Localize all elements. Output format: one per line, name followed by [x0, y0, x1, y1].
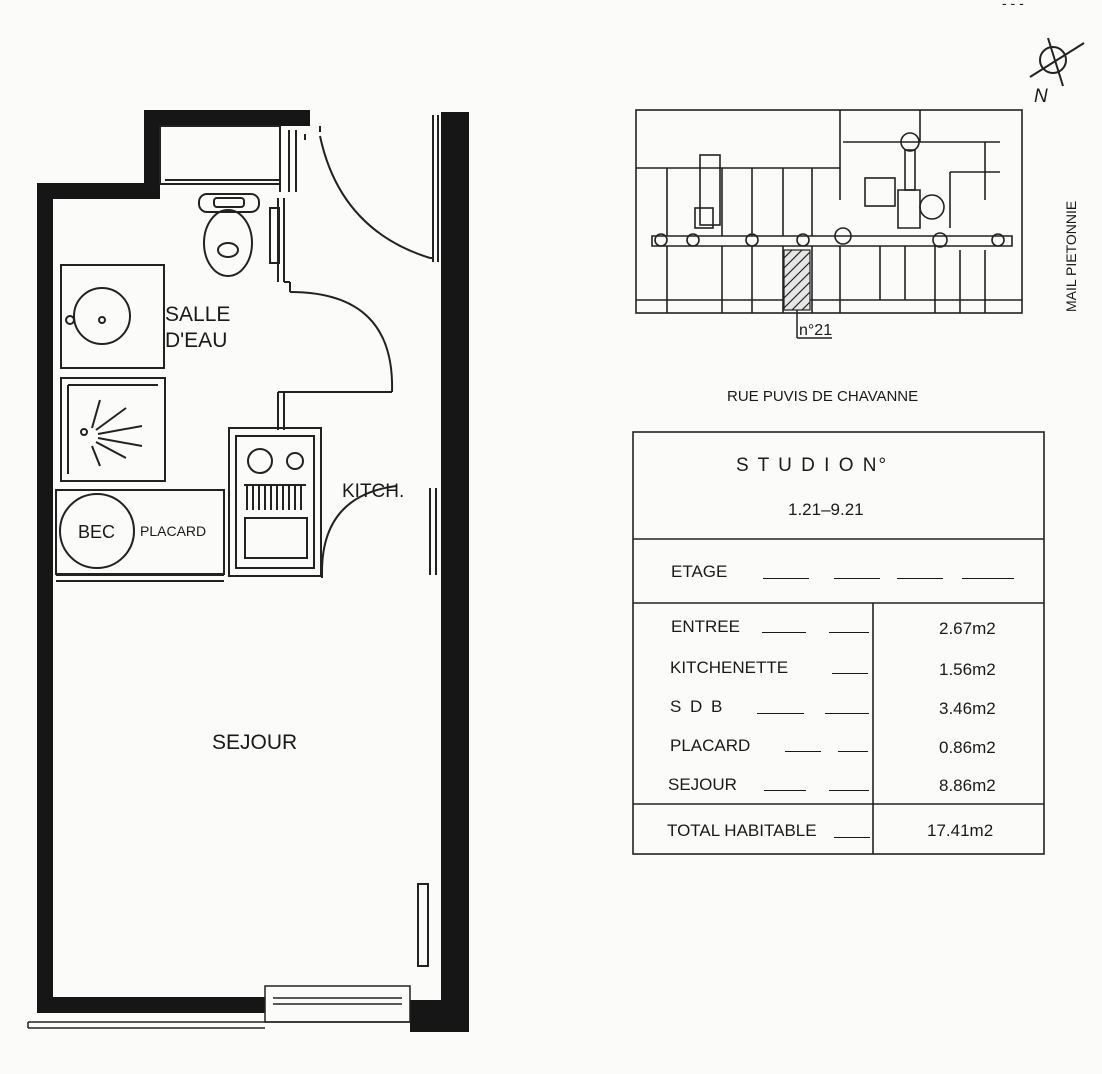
summary-table-frame	[632, 431, 1045, 855]
floor-blank-3	[897, 578, 943, 579]
room-label-boiler: BEC	[78, 522, 115, 542]
room-label-closet: PLACARD	[140, 523, 206, 539]
row-placard-leader-1	[785, 751, 821, 752]
row-room-kitchenette: KITCHENETTE	[670, 658, 789, 677]
door-swings	[289, 126, 434, 578]
row-entree-leader-2	[829, 632, 869, 633]
row-area-sejour: 8.86m2	[939, 776, 996, 795]
bottom-ledge	[27, 985, 411, 1029]
floor-label: ETAGE	[671, 562, 728, 581]
row-area-placard: 0.86m2	[939, 738, 996, 757]
exterior-walls	[37, 110, 469, 1032]
row-sdb-leader-1	[757, 713, 804, 714]
row-sdb-leader-2	[825, 713, 869, 714]
table-title: S T U D I O N°	[736, 455, 889, 476]
floor-blank-4	[962, 578, 1014, 579]
room-label-bathroom-line2: D'EAU	[165, 329, 227, 352]
room-label-kitchen: KITCH.	[342, 481, 404, 502]
row-sejour-leader-2	[829, 790, 869, 791]
side-street-label: MAIL PIETONNIE	[1063, 201, 1079, 312]
north-label: N	[1034, 86, 1048, 107]
north-arrow-icon	[1029, 37, 1085, 87]
wc-fixture	[198, 193, 260, 277]
shower-fixture	[80, 399, 143, 467]
total-label: TOTAL HABITABLE	[667, 821, 817, 840]
floor-blank-2	[834, 578, 880, 579]
total-leader	[834, 837, 870, 838]
row-area-entree: 2.67m2	[939, 619, 996, 638]
row-room-entree: ENTREE	[671, 617, 740, 636]
unit-pointer	[796, 310, 832, 339]
boiler-fixture	[59, 493, 135, 569]
cooktop-fixture	[244, 448, 308, 559]
washbasin-fixture	[60, 264, 165, 369]
row-sejour-leader-1	[764, 790, 806, 791]
street-label: RUE PUVIS DE CHAVANNE	[727, 388, 918, 405]
corner-mark: - - -	[1002, 0, 1024, 11]
unit-21-label: n°21	[799, 322, 832, 339]
row-placard-leader-2	[838, 751, 868, 752]
room-label-bathroom-line1: SALLE	[165, 303, 230, 326]
floor-blank-1	[763, 578, 809, 579]
row-entree-leader-1	[762, 632, 806, 633]
key-plan	[635, 109, 1023, 314]
row-room-sejour: SEJOUR	[668, 775, 737, 794]
row-room-sdb: S D B	[670, 697, 725, 716]
interior-partitions	[55, 115, 439, 967]
total-area: 17.41m2	[927, 821, 994, 840]
row-area-sdb: 3.46m2	[939, 699, 996, 718]
key-plan-unit-21-hatch	[783, 249, 811, 311]
row-area-kitchenette: 1.56m2	[939, 660, 996, 679]
row-kitchenette-leader	[832, 673, 868, 674]
table-unit-range: 1.21–9.21	[788, 500, 864, 519]
room-label-living: SEJOUR	[212, 731, 297, 754]
row-room-placard: PLACARD	[670, 736, 751, 755]
